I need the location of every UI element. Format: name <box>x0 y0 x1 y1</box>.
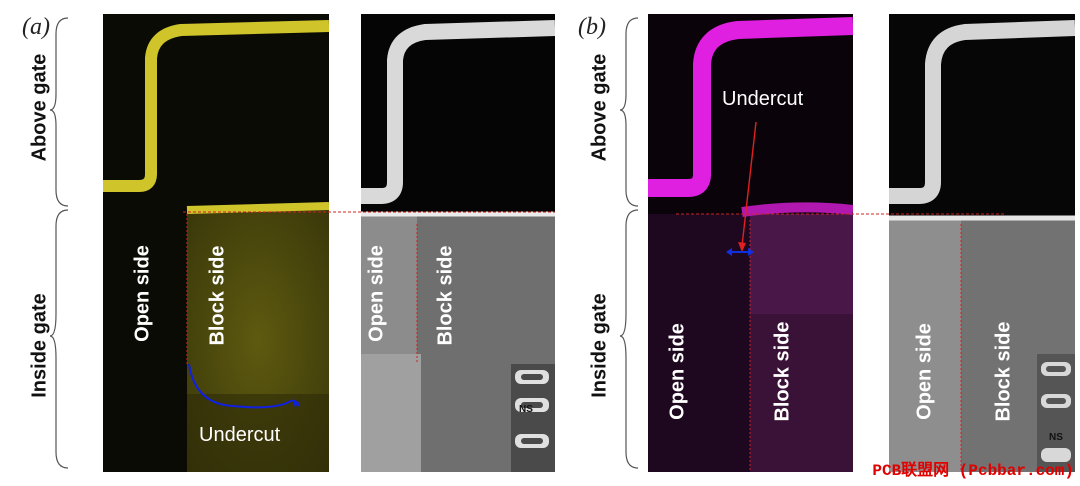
above-gate-label-a: Above gate <box>28 53 51 162</box>
inside-gate-label-b: Inside gate <box>588 293 611 398</box>
gate-liner-magenta <box>648 17 853 197</box>
ns-label-a: NS <box>519 404 533 415</box>
brace-group-b <box>620 17 639 469</box>
sem-image-b: Open side Block side NS <box>889 14 1075 472</box>
block-side-label-a2: Block side <box>434 245 457 346</box>
brace-inside-a <box>50 209 69 469</box>
nanosheet-stack-a <box>511 364 555 472</box>
brace-above-a <box>50 17 69 207</box>
open-side-label-b2: Open side <box>913 323 936 420</box>
nanosheet-stack-b <box>1037 354 1075 472</box>
gate-liner-sem-b <box>889 20 1075 204</box>
inside-gate-label-a: Inside gate <box>28 293 51 398</box>
brace-inside-b <box>620 209 639 469</box>
open-side-label-a1: Open side <box>131 245 154 342</box>
open-side-label-a2: Open side <box>365 245 388 342</box>
above-gate-label-b: Above gate <box>588 53 611 162</box>
block-side-label-a1: Block side <box>206 245 229 346</box>
panel-a-label: (a) <box>22 14 50 40</box>
undercut-arrow-red <box>741 121 757 247</box>
block-side-label-b2: Block side <box>992 321 1015 422</box>
gate-top-liner <box>186 202 329 214</box>
brace-above-b <box>620 17 639 207</box>
brace-group-a <box>50 17 69 469</box>
ns-label-b: NS <box>1049 432 1063 443</box>
watermark-text: PCB联盟网 (Pcbbar.com) <box>872 462 1074 480</box>
eds-map-yellow: Open side Block side Undercut <box>103 14 329 472</box>
open-side-label-b1: Open side <box>666 323 689 420</box>
gate-level-line-a <box>183 211 555 213</box>
undercut-label-a: Undercut <box>199 424 281 446</box>
sem-image-a: Open side Block side NS <box>361 14 555 472</box>
gate-level-line-b <box>676 213 1004 215</box>
block-side-label-b1: Block side <box>771 321 794 422</box>
gate-liner-sem <box>361 20 555 204</box>
panel-b-label: (b) <box>578 14 606 40</box>
gate-liner <box>103 20 329 192</box>
undercut-label-b: Undercut <box>722 88 804 110</box>
eds-map-magenta: Undercut Open side Block side <box>648 14 853 472</box>
